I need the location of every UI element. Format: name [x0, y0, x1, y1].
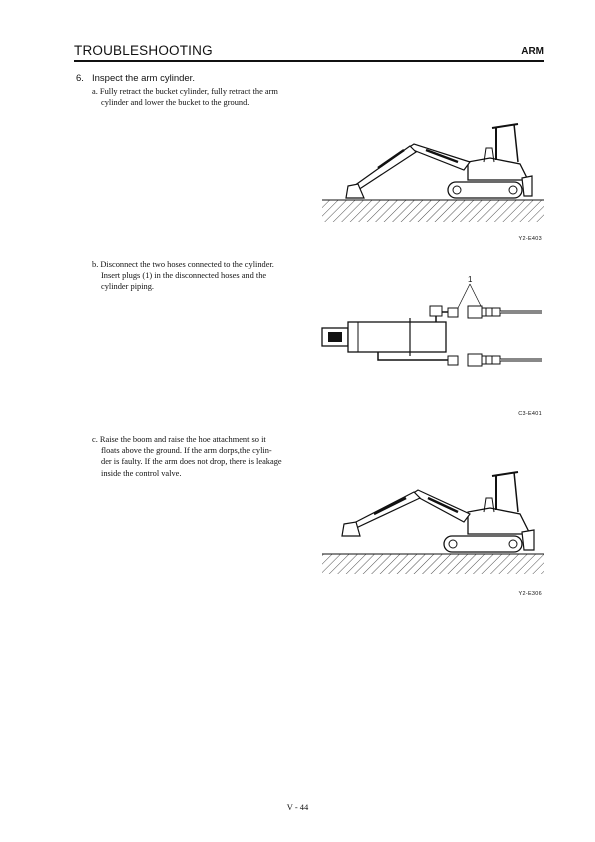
substep-c-line-4: inside the control valve. — [101, 468, 182, 478]
ground-hatch — [322, 554, 544, 574]
callout-number: 1 — [468, 275, 473, 284]
cylinder-plugs-drawing: 1 — [321, 275, 542, 367]
figure-c-code: Y2-E306 — [518, 591, 542, 597]
figure-cylinder-plugs: 1 C3-E401 — [318, 272, 548, 422]
section-title: TROUBLESHOOTING — [74, 43, 213, 58]
chapter-title: ARM — [521, 46, 544, 57]
step-title: 6. Inspect the arm cylinder. — [76, 73, 195, 84]
substep-c-line-3: der is faulty. If the arm does not drop,… — [101, 457, 282, 467]
substep-a-line-1: a. Fully retract the bucket cylinder, fu… — [92, 87, 278, 96]
ground-hatch — [322, 200, 544, 222]
substep-b-text: b. Disconnect the two hoses connected to… — [92, 259, 297, 293]
figure-b-code: C3-E401 — [518, 411, 542, 417]
substep-b-line-3: cylinder piping. — [101, 282, 155, 292]
excavator-lowered-drawing — [322, 123, 544, 222]
substep-c-line-1: c. Raise the boom and raise the hoe atta… — [92, 435, 266, 444]
figure-excavator-raised: Y2-E306 — [318, 466, 548, 602]
page-header: TROUBLESHOOTING ARM — [74, 40, 544, 62]
substep-b-line-2: Insert plugs (1) in the disconnected hos… — [101, 271, 267, 281]
substep-c-line-2: floats above the ground. If the arm dorp… — [101, 446, 272, 456]
step-heading: Inspect the arm cylinder. — [92, 73, 195, 84]
figure-a-code: Y2-E403 — [518, 236, 542, 242]
substep-a-text: a. Fully retract the bucket cylinder, fu… — [92, 86, 297, 108]
substep-a-line-2: cylinder and lower the bucket to the gro… — [101, 98, 250, 108]
step-number: 6. — [76, 73, 84, 84]
substep-c-text: c. Raise the boom and raise the hoe atta… — [92, 434, 297, 479]
substep-b-line-1: b. Disconnect the two hoses connected to… — [92, 260, 274, 269]
figure-excavator-lowered: Y2-E403 — [318, 118, 548, 248]
header-rule — [74, 60, 544, 62]
excavator-raised-drawing — [322, 471, 544, 574]
page-number: V - 44 — [286, 802, 309, 812]
